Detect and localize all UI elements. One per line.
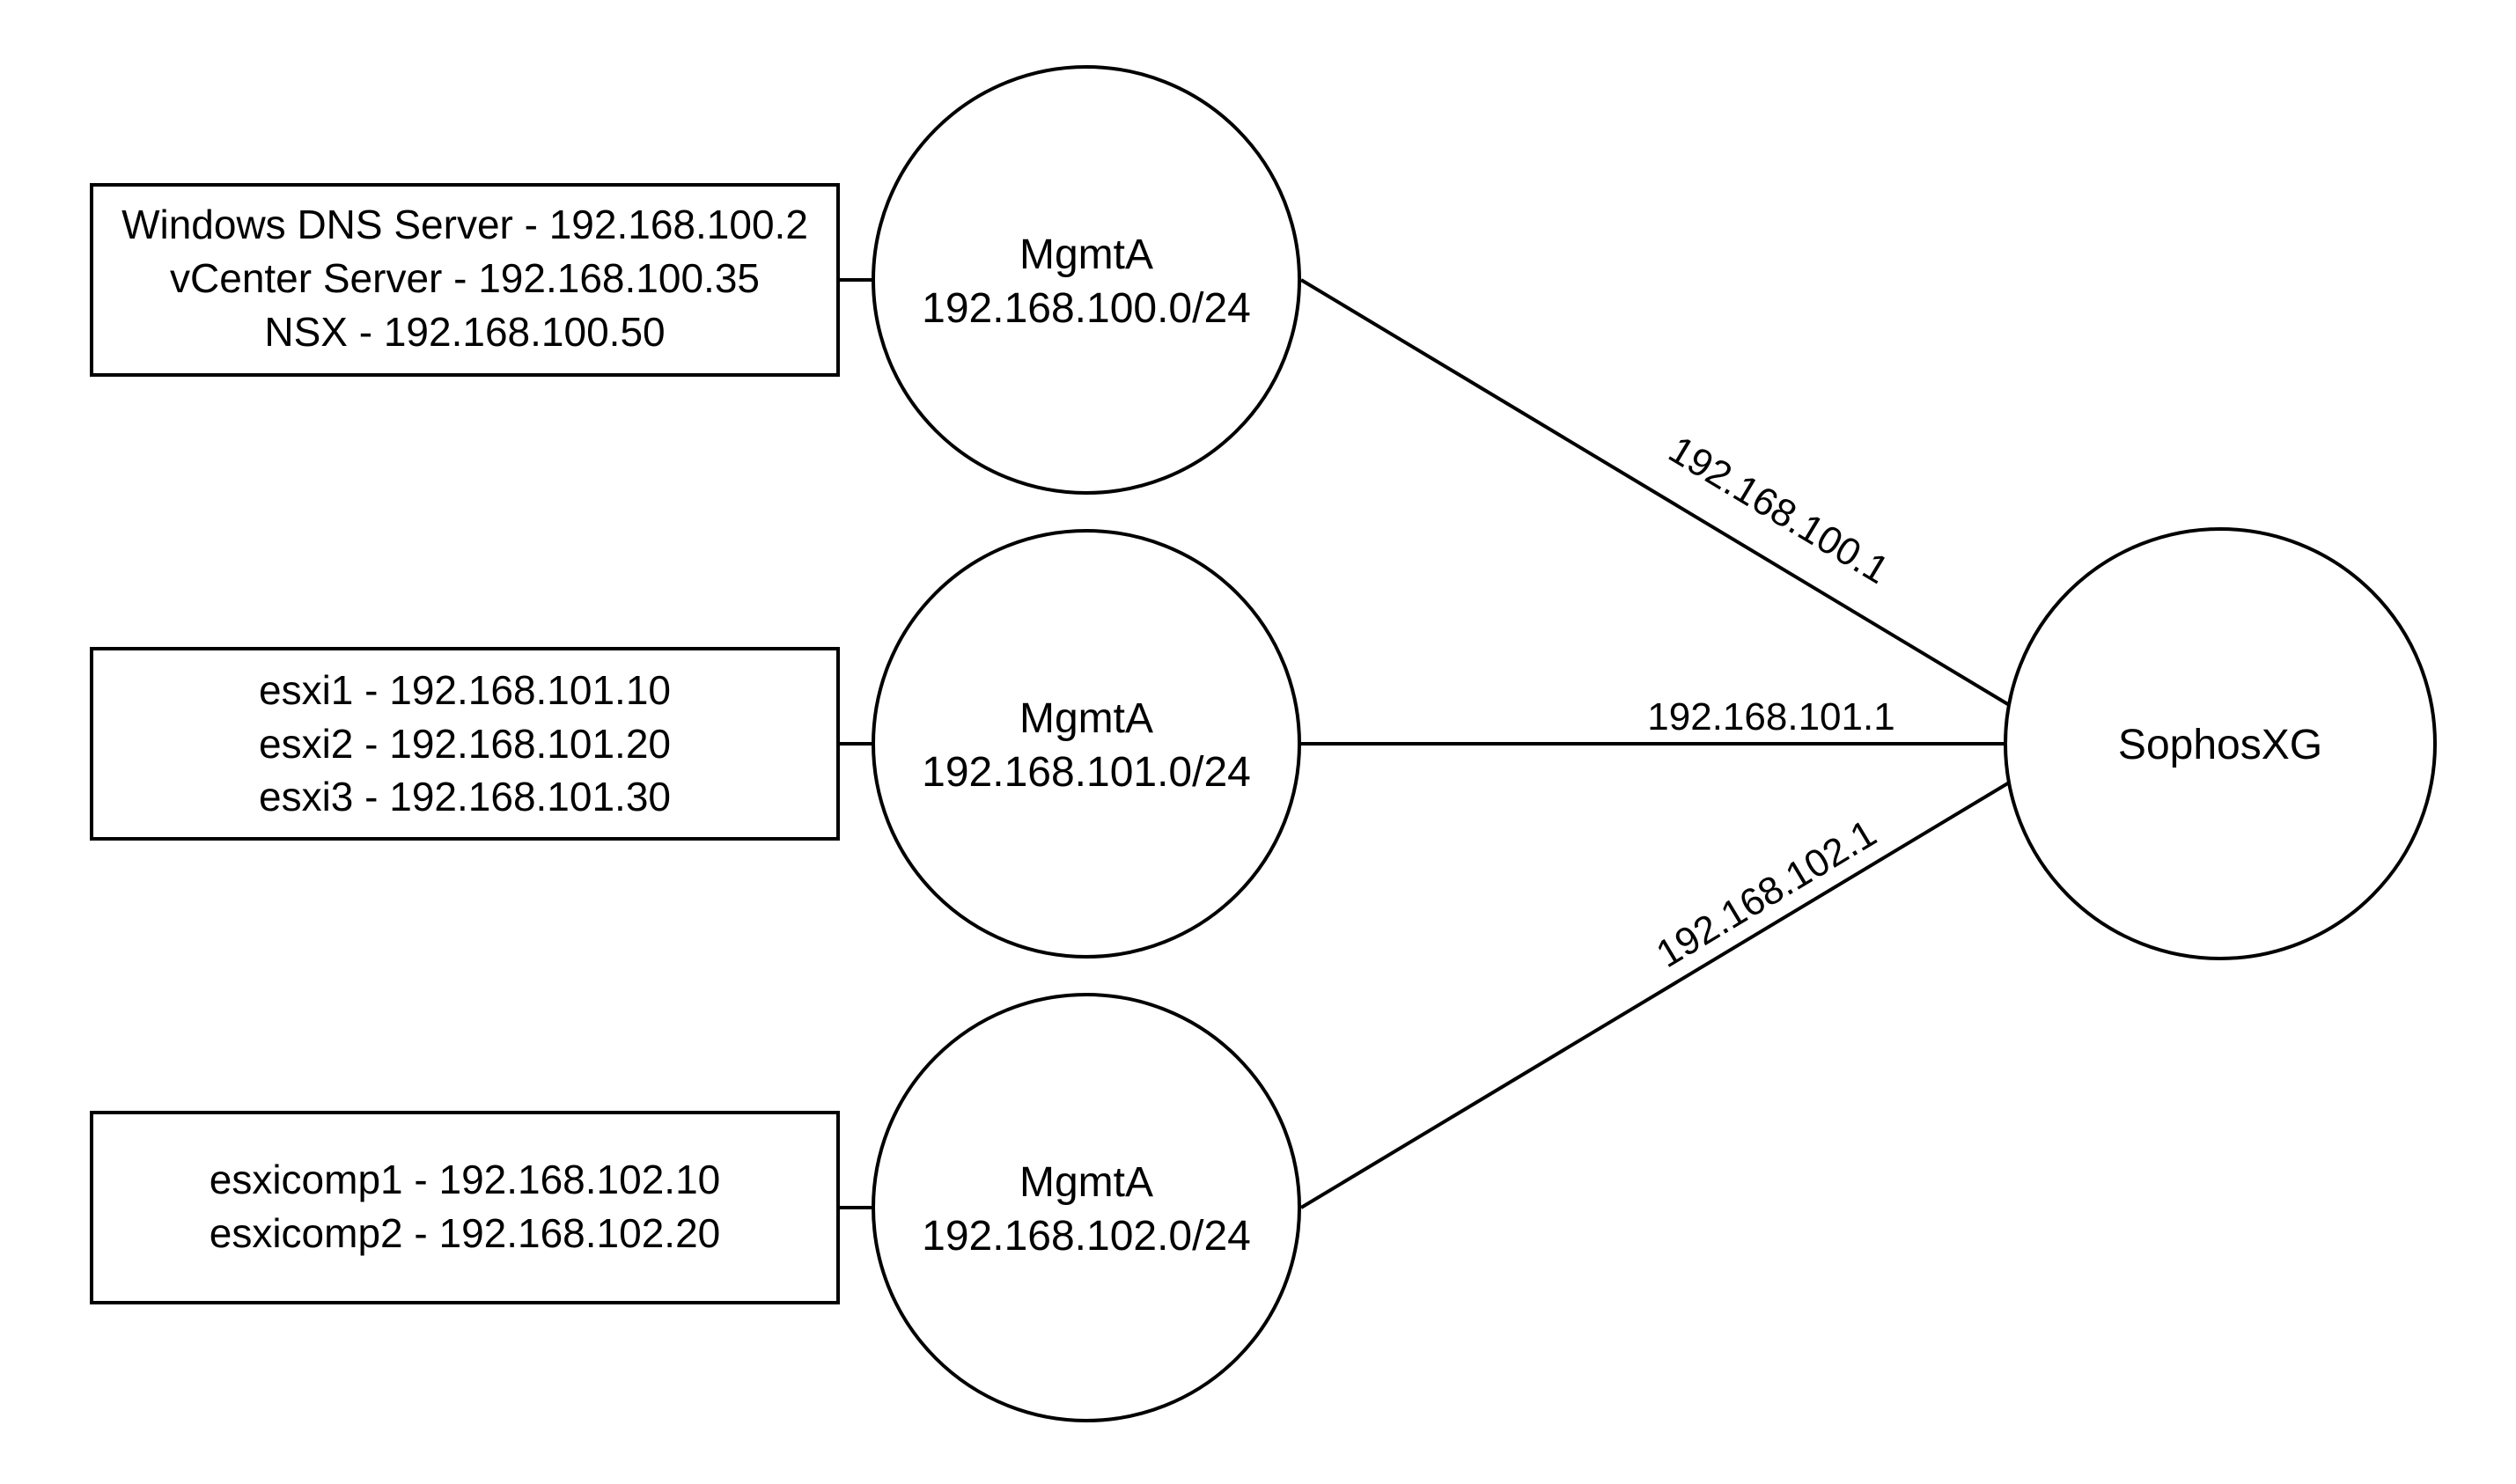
network-name: MgmtA [1019,695,1153,742]
link-ip-label: 192.168.102.1 [1649,812,1883,976]
network-name: MgmtA [1019,1159,1153,1206]
host-entry: esxicomp2 - 192.168.102.20 [210,1210,721,1256]
link-net-2-firewall [1299,780,2012,1209]
host-entry: NSX - 192.168.100.50 [264,309,665,355]
firewall-name: SophosXG [2118,722,2322,768]
host-entry: esxicomp1 - 192.168.102.10 [210,1157,721,1202]
host-entry: esxi3 - 192.168.101.30 [259,774,671,819]
host-entry: Windows DNS Server - 192.168.100.2 [121,202,808,247]
link-net-0-firewall [1299,278,2012,708]
host-box-compute-hosts: esxicomp1 - 192.168.102.10 esxicomp2 - 1… [90,1111,840,1304]
host-box-esxi-hosts: esxi1 - 192.168.101.10 esxi2 - 192.168.1… [90,647,840,841]
link-ip-label: 192.168.101.1 [1647,695,1894,738]
network-subnet: 192.168.101.0/24 [922,749,1251,796]
network-node-102: MgmtA 192.168.102.0/24 [872,993,1301,1422]
network-subnet: 192.168.100.0/24 [922,285,1251,332]
network-node-101: MgmtA 192.168.101.0/24 [872,529,1301,959]
host-entry: esxi1 - 192.168.101.10 [259,667,671,713]
host-entry: vCenter Server - 192.168.100.35 [170,255,760,301]
network-subnet: 192.168.102.0/24 [922,1213,1251,1260]
firewall-node: SophosXG [2004,527,2437,960]
network-name: MgmtA [1019,231,1153,278]
network-node-100: MgmtA 192.168.100.0/24 [872,65,1301,495]
host-entry: esxi2 - 192.168.101.20 [259,721,671,767]
host-box-mgmt-servers: Windows DNS Server - 192.168.100.2 vCent… [90,183,840,377]
